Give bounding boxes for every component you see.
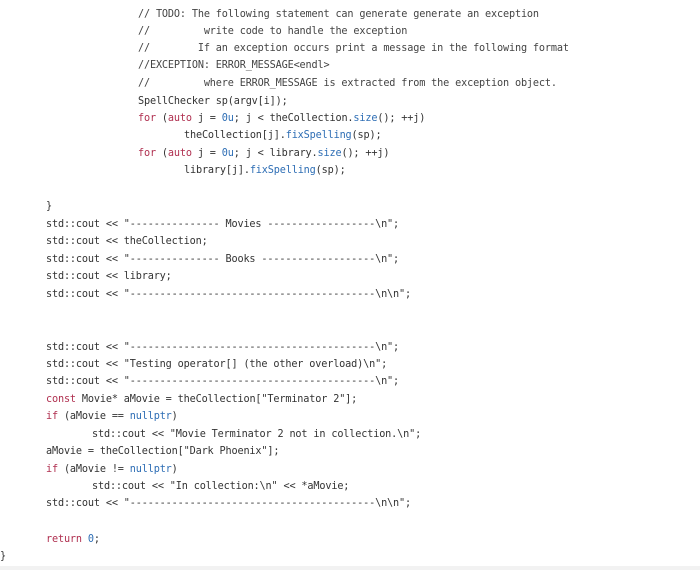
code-line-closing-brace: } <box>0 551 6 562</box>
code-line-comment: // If an exception occurs print a messag… <box>138 43 569 54</box>
code-line-cout-testing: std::cout << "Testing operator[] (the ot… <box>46 359 388 370</box>
code-line-cout: std::cout << theCollection; <box>46 236 208 247</box>
code-line-const-movie: const Movie* aMovie = theCollection["Ter… <box>46 394 358 405</box>
code-line-cout-movies-header: std::cout << "--------------- Movies ---… <box>46 219 400 230</box>
code-line-cout: std::cout << "--------------------------… <box>46 498 411 509</box>
code-line-for-loop: for (auto j = 0u; j < theCollection.size… <box>138 113 426 124</box>
code-line-assign: aMovie = theCollection["Dark Phoenix"]; <box>46 446 280 457</box>
code-line-comment: // write code to handle the exception <box>138 26 408 37</box>
code-line-cout: std::cout << "--------------------------… <box>46 289 411 300</box>
code-line-comment-todo: // TODO: The following statement can gen… <box>138 9 539 20</box>
code-line-cout: std::cout << "Movie Terminator 2 not in … <box>92 429 422 440</box>
code-line-cout: std::cout << "In collection:\n" << *aMov… <box>92 481 350 492</box>
code-line-cout: std::cout << "--------------------------… <box>46 376 400 387</box>
bottom-divider <box>0 566 700 570</box>
code-line-cout-books-header: std::cout << "--------------- Books ----… <box>46 254 400 265</box>
code-line-return: return 0; <box>46 534 100 545</box>
code-line-cout: std::cout << "--------------------------… <box>46 342 400 353</box>
code-line-closing-brace: } <box>46 201 52 212</box>
code-line: theCollection[j].fixSpelling(sp); <box>184 130 382 141</box>
code-line-for-loop: for (auto j = 0u; j < library.size(); ++… <box>138 148 390 159</box>
code-line-cout: std::cout << library; <box>46 271 172 282</box>
code-line-comment: // where ERROR_MESSAGE is extracted from… <box>138 78 557 89</box>
code-line-if: if (aMovie != nullptr) <box>46 464 178 475</box>
code-line-if: if (aMovie == nullptr) <box>46 411 178 422</box>
code-line-comment: //EXCEPTION: ERROR_MESSAGE<endl> <box>138 60 330 71</box>
code-line: SpellChecker sp(argv[i]); <box>138 96 288 107</box>
code-line: library[j].fixSpelling(sp); <box>184 165 346 176</box>
